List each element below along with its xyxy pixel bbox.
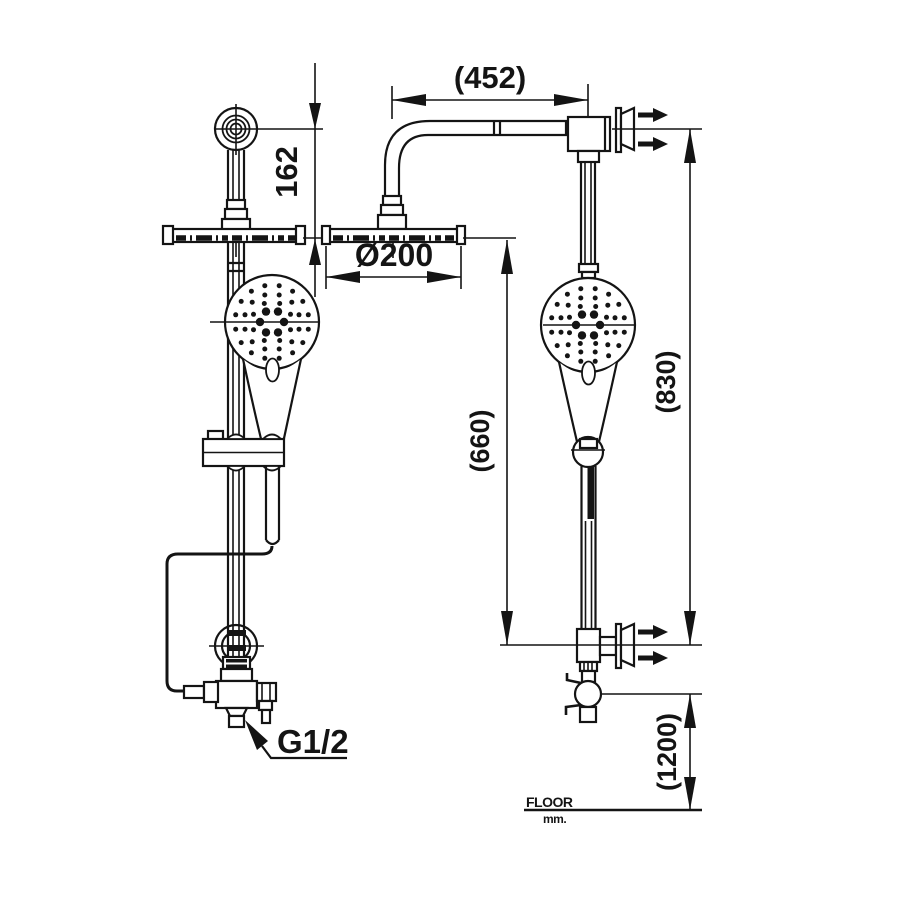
hose-loop (165, 545, 274, 693)
side-view (320, 84, 702, 724)
front-head-connector (220, 198, 252, 232)
head-right-cap (294, 224, 307, 246)
valve-body (214, 679, 259, 710)
wall-direction-arrow (653, 651, 668, 665)
wall-direction-arrow (653, 137, 668, 151)
units-label: mm. (543, 812, 566, 826)
hand-shower-side (539, 276, 637, 469)
dim-162-label: 162 (269, 146, 304, 198)
bottom-wall-flange (614, 622, 668, 670)
valve-bottom-connection (227, 714, 246, 729)
bottom-outlet (578, 705, 598, 724)
dim-452-label: (452) (454, 60, 526, 95)
top-wall-flange (587, 84, 702, 154)
thread-size-label: G1/2 (277, 723, 349, 760)
handle-left-edge (557, 361, 580, 447)
supply-valve (182, 655, 278, 729)
dim-200: Ø200 (325, 237, 462, 289)
slider-bracket (201, 429, 286, 472)
rain-head-side (320, 224, 467, 258)
dim-660-label: (660) (465, 409, 495, 472)
hose-side (580, 466, 597, 629)
handle-right-edge (281, 358, 303, 444)
rain-head-front (161, 224, 307, 257)
dimensions: (452) 162 Ø200 (660) (269, 60, 702, 826)
mode-button-side (581, 360, 596, 386)
shower-hose (165, 466, 281, 693)
front-view (161, 104, 347, 760)
g12-leader (245, 720, 347, 760)
handle-right-edge (596, 361, 619, 447)
dim-660: (660) (463, 237, 516, 645)
top-tee (566, 115, 612, 164)
dim-1200: (1200) (601, 693, 702, 810)
column-pipe (577, 162, 600, 280)
side-head-connector (376, 194, 408, 231)
head-left-cap (161, 224, 175, 246)
diverter-knob (573, 679, 603, 709)
dim-452: (452) (391, 60, 588, 119)
floor-reference: FLOOR mm. (524, 794, 702, 826)
valve-inlet (182, 684, 206, 700)
mode-button (265, 357, 280, 383)
wall-direction-arrow (653, 625, 668, 639)
dim-162: 162 (269, 63, 323, 297)
handle-left-edge (241, 358, 264, 444)
wall-direction-arrow (653, 108, 668, 122)
outlet-diverter (564, 660, 603, 724)
dim-830: (830) (500, 129, 702, 646)
floor-label: FLOOR (526, 794, 573, 810)
leader-arrow (245, 720, 268, 750)
upper-pipe (226, 150, 246, 202)
dim-830-label: (830) (651, 350, 681, 413)
hand-shower-front (210, 273, 321, 444)
top-wall-mount (213, 104, 323, 155)
dim-1200-label: (1200) (652, 713, 682, 791)
shower-arm (383, 119, 568, 196)
dim-200-label: Ø200 (355, 237, 433, 273)
valve-outlet (255, 681, 278, 703)
